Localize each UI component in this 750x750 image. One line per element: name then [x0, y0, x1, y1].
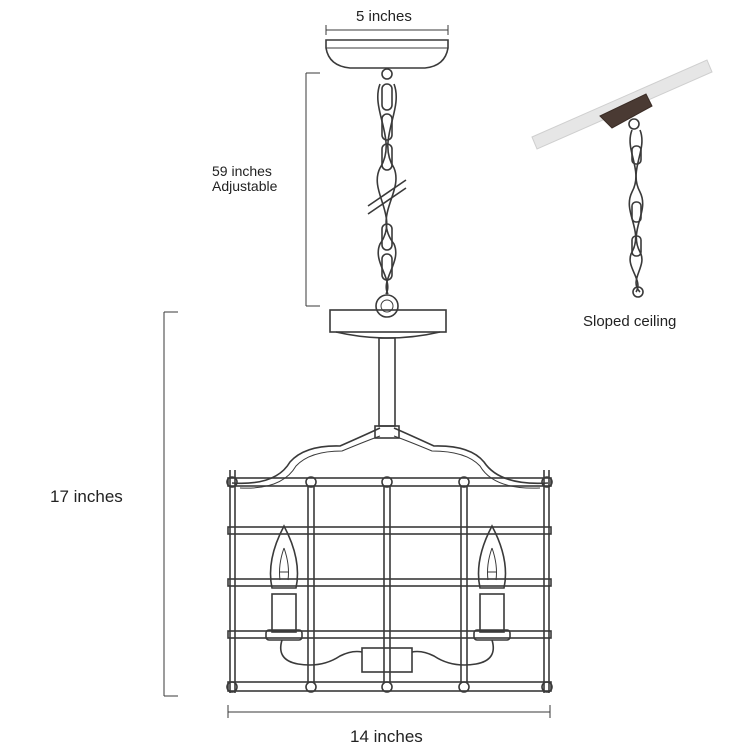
chain-length-note: Adjustable	[212, 177, 278, 194]
cage-top-arch	[231, 427, 549, 489]
chain-length-value: 59 inches	[212, 163, 272, 179]
body-width-label: 14 inches	[350, 727, 423, 746]
sloped-ceiling-label: Sloped ceiling	[583, 313, 677, 330]
cage-body	[226, 470, 553, 693]
hanging-chain	[367, 68, 407, 318]
chain-length-label: 59 inches Adjustable	[212, 164, 277, 193]
canopy-width-label: 5 inches	[356, 8, 412, 25]
body-height-dimension	[163, 311, 178, 697]
candle-bulb-icon	[265, 524, 303, 641]
body-height-label: 17 inches	[50, 487, 123, 506]
body-width-dimension	[227, 705, 551, 718]
candle-arms	[279, 639, 495, 673]
canopy-width-dimension	[325, 25, 449, 35]
ceiling-canopy	[325, 39, 449, 69]
fixture-mount-plate	[329, 309, 447, 339]
chain-length-dimension	[305, 72, 320, 307]
candle-bulb-icon	[473, 524, 511, 641]
center-stem	[374, 337, 400, 439]
sloped-ceiling-illustration	[531, 59, 713, 298]
